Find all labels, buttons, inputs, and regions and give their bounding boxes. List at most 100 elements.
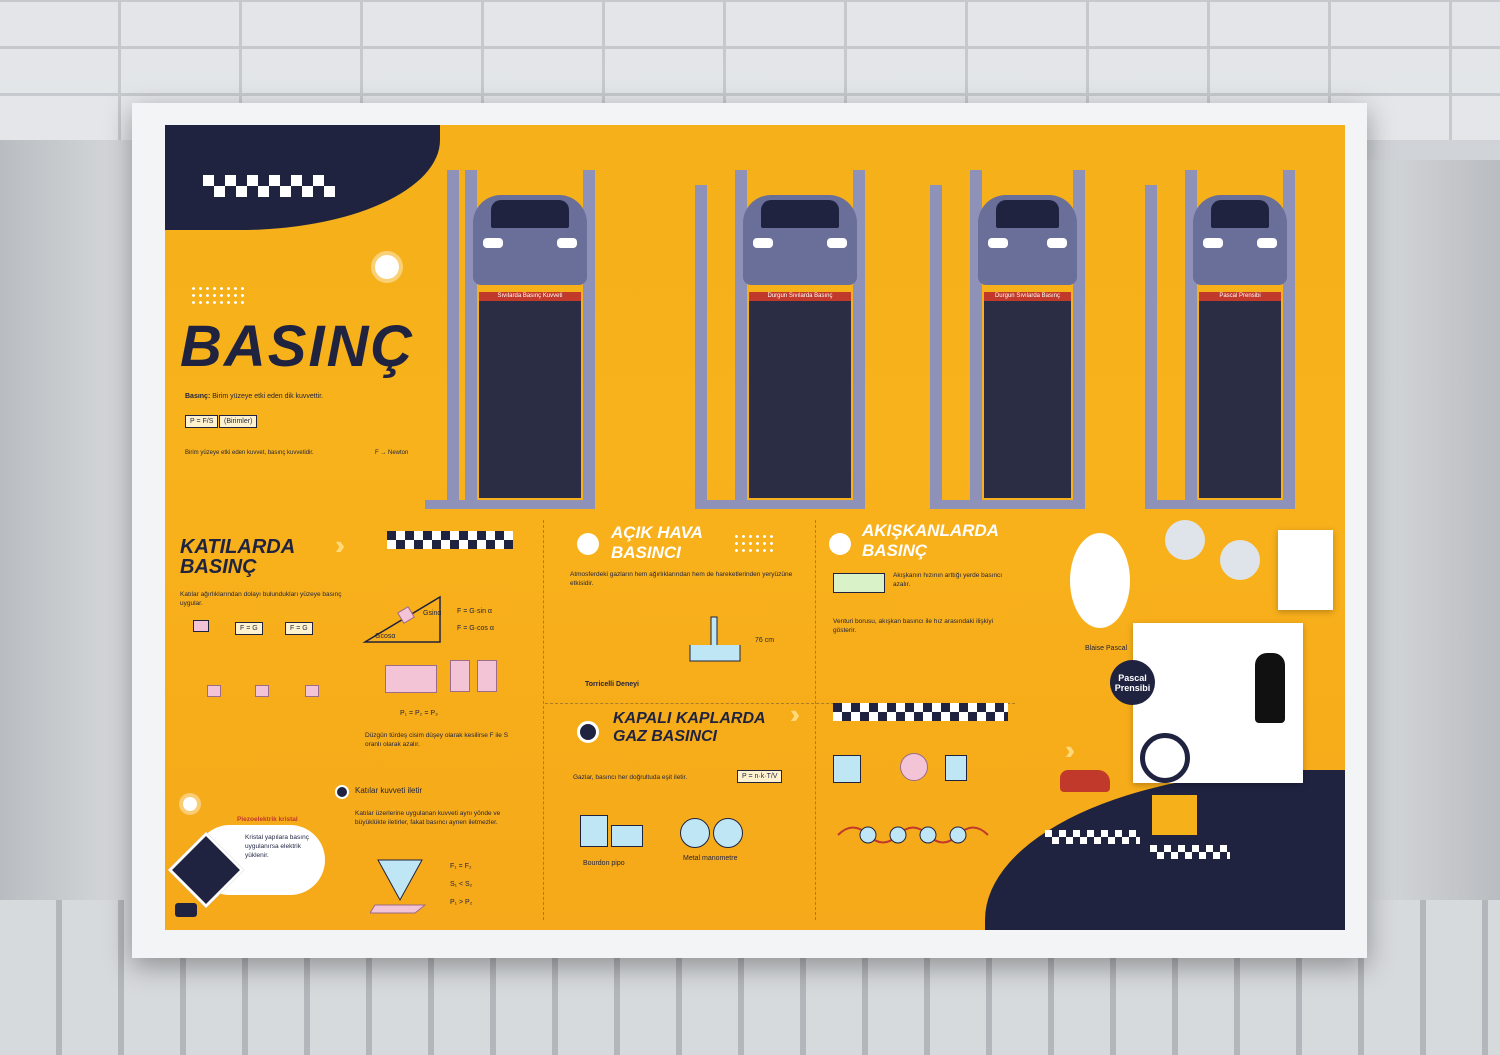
info-card [1278, 530, 1333, 610]
open-air-title-line1: AÇIK HAVA [611, 523, 703, 542]
bullet-icon [335, 785, 349, 799]
circle-icon [375, 255, 399, 279]
solids-title-line2: BASINÇ [180, 556, 257, 578]
barometer-diagram [689, 616, 741, 662]
gas-text: Gazlar, basıncı her doğrultuda eşit ilet… [573, 774, 688, 781]
block-shape [477, 660, 497, 692]
car-windshield [491, 200, 569, 228]
fluid-diagram [900, 753, 928, 781]
gas-label-1: Bourdon pipo [583, 860, 625, 867]
headlight-icon [557, 238, 577, 248]
sin-label: Gsinα [423, 610, 442, 617]
page-title: BASINÇ [180, 314, 415, 379]
fluid-diagram [945, 755, 967, 781]
info-board: Durgun Sıvılarda Basınç [749, 292, 851, 498]
car-lift: Pascal Prensibi [1145, 170, 1305, 510]
car-lift: Durgun Sıvılarda Basınç [695, 170, 875, 510]
checker-strip [1045, 830, 1140, 844]
gas-title-line2: GAZ BASINCI [613, 728, 717, 745]
fluid-diagram [833, 755, 861, 783]
cos-label: Gcosα [375, 633, 396, 640]
unit-label: F → Newton [375, 450, 409, 456]
torricelli-label: Torricelli Deneyi [585, 681, 639, 688]
units-box: (Birimler) [219, 415, 258, 428]
formula-sin: F = G·sin α [457, 608, 492, 615]
headlight-icon [1047, 238, 1067, 248]
solids-title-line1: KATILARDA [180, 536, 296, 558]
bullet-icon [829, 533, 851, 555]
fluids-text: Akışkanın hızının arttığı yerde basıncı … [893, 572, 1003, 588]
incline-diagram [362, 595, 441, 643]
definition: Basınç: Birim yüzeye etki eden dik kuvve… [185, 393, 323, 400]
gas-container [611, 825, 643, 847]
fluids-title-line1: AKIŞKANLARDA [862, 521, 999, 540]
fluids-title: AKIŞKANLARDA BASINÇ [862, 521, 999, 561]
car-windshield [996, 200, 1059, 228]
illustration [1165, 520, 1205, 560]
block-shape [305, 685, 319, 697]
dots-pattern [733, 533, 773, 553]
eq-2: S₁ < S₂ [450, 881, 473, 888]
block-shape [385, 665, 437, 693]
board-title: Sıvılarda Basınç Kuvveti [479, 292, 581, 301]
gauge-icon [713, 818, 743, 848]
divider [543, 520, 544, 920]
block-shape [207, 685, 221, 697]
headlight-icon [988, 238, 1008, 248]
open-air-text: Atmosferdeki gazların hem ağırlıklarında… [570, 571, 793, 587]
block-diagram [193, 620, 209, 632]
car-lift: Sıvılarda Basınç Kuvveti [425, 170, 605, 510]
lift-pillar [1145, 185, 1157, 505]
car-windshield [1211, 200, 1269, 228]
info-board: Sıvılarda Basınç Kuvveti [479, 292, 581, 498]
force-title: Katılar kuvveti iletir [355, 786, 423, 795]
headlight-icon [827, 238, 847, 248]
chevron-icon: ››› [335, 530, 345, 560]
pascal-badge-line1: Pascal [1118, 672, 1147, 683]
board-title: Durgun Sıvılarda Basınç [749, 292, 851, 301]
fluids-text-2: Venturi borusu, akışkan basıncı ile hız … [833, 618, 994, 634]
pascal-badge: Pascal Prensibi [1110, 660, 1155, 705]
chevron-icon: ››› [1065, 735, 1075, 765]
bullet-icon [577, 533, 599, 555]
right-wall [1360, 160, 1500, 900]
flow-diagram [837, 826, 989, 844]
divider [815, 520, 816, 920]
chevron-icon: ››› [790, 699, 800, 729]
force-text: Katılar üzerlerine uygulanan kuvveti ayn… [355, 810, 501, 826]
open-air-title-line2: BASINCI [611, 543, 681, 562]
gas-container [580, 815, 608, 847]
checker-strip [387, 531, 513, 549]
lift-pillar [930, 185, 942, 505]
brake-disc-icon [1140, 733, 1190, 783]
headlight-icon [753, 238, 773, 248]
checker-strip [203, 175, 335, 197]
gas-title: KAPALI KAPLARDA GAZ BASINCI [613, 710, 766, 746]
info-board: Durgun Sıvılarda Basınç [984, 292, 1071, 498]
board-title: Pascal Prensibi [1199, 292, 1281, 301]
definition-label: Basınç: [185, 393, 211, 400]
cone-diagram [370, 859, 427, 914]
headlight-icon [1257, 238, 1277, 248]
gas-label-2: Metal manometre [683, 855, 738, 862]
eq-3: P₁ > P₂ [450, 899, 473, 906]
car-windshield [761, 200, 839, 228]
headlight-icon [483, 238, 503, 248]
lift-pillar [447, 170, 459, 505]
lift-base [425, 500, 595, 509]
solids-title: KATILARDA BASINÇ [180, 537, 295, 577]
formula-box: F = G [235, 622, 263, 635]
eq-1: F₁ = F₂ [450, 863, 472, 870]
block-shape [450, 660, 470, 692]
piezo-text: Kristal yapılara basınç uygulanırsa elek… [245, 834, 309, 859]
checker-strip [833, 703, 1008, 721]
fluids-title-line2: BASINÇ [862, 541, 928, 560]
piezo-title: Piezoelektrik kristal [237, 816, 298, 823]
lift-pillar [695, 185, 707, 505]
lift-base [930, 500, 1085, 509]
height-label: 76 cm [755, 637, 775, 644]
formula-box: P = F/S [185, 415, 219, 428]
formula-cos: F = G·cos α [457, 625, 494, 632]
lift-base [1145, 500, 1295, 509]
pascal-badge-line2: Prensibi [1114, 682, 1151, 693]
